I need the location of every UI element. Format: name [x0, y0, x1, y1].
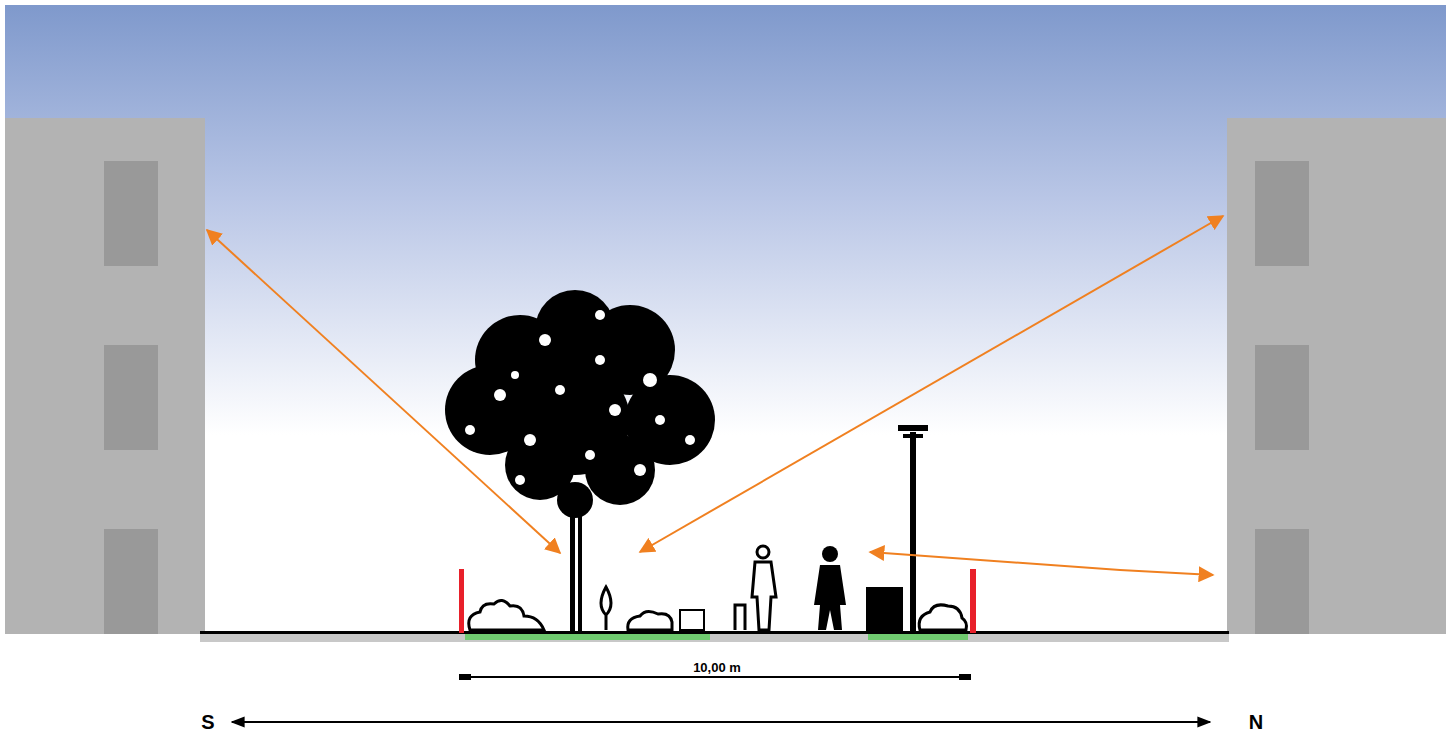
planter-box [680, 610, 704, 630]
bin [866, 587, 903, 632]
compass-label: S [201, 711, 214, 734]
boundary-post [970, 569, 976, 633]
street-lamp [898, 425, 928, 632]
green-strip [465, 634, 710, 640]
dimension-label: 10,00 m [691, 660, 743, 675]
boundary-post [459, 569, 464, 633]
green-strip [868, 634, 968, 640]
ground-base [200, 634, 1229, 642]
dimension-line [459, 674, 971, 680]
sightline-arrows [207, 216, 1223, 575]
small-plant [601, 587, 611, 630]
orientation-arrow [232, 721, 1210, 723]
building-left [5, 118, 205, 634]
building-right [1227, 118, 1446, 634]
pedestrian [814, 546, 846, 630]
pedestrian-outline [735, 546, 776, 630]
tree [445, 290, 715, 632]
ground-line [200, 631, 1229, 634]
compass-label: N [1249, 711, 1263, 734]
